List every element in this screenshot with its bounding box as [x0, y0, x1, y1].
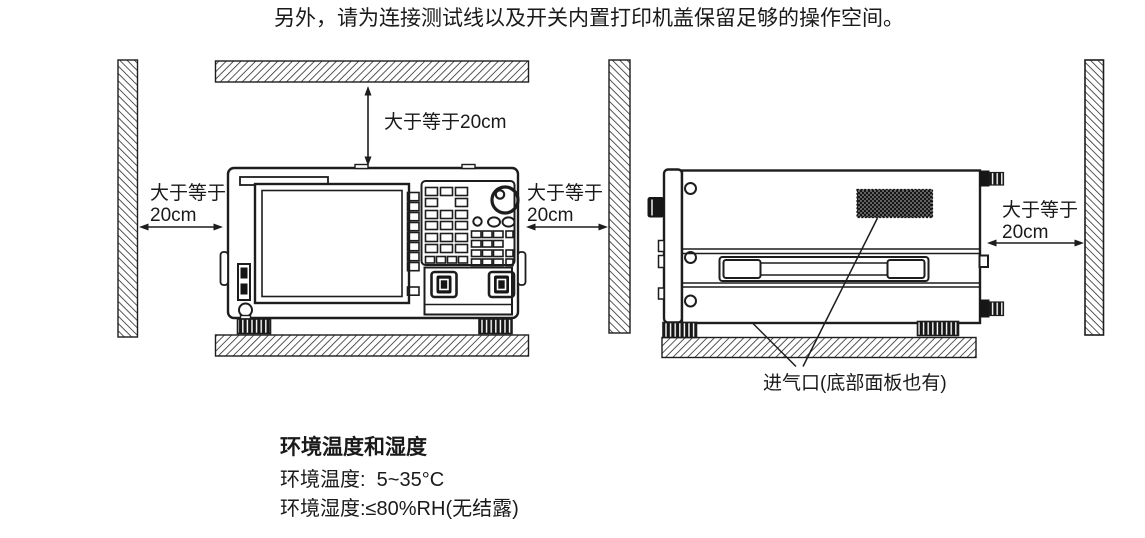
rotary-knob: [490, 185, 520, 215]
side-foot-front: [662, 321, 698, 339]
round-key: [472, 216, 483, 227]
side-vent: [856, 188, 934, 219]
side-handle-left: [219, 251, 229, 286]
front-foot-left: [236, 318, 272, 335]
oval-key: [487, 216, 501, 228]
right-clearance-arrow: [526, 223, 608, 231]
side-clearance-arrow: [987, 239, 1084, 247]
screw-hole: [684, 182, 697, 195]
top-clearance-arrow: [364, 86, 372, 166]
air-inlet-label: 进气口(底部面板也有): [763, 373, 947, 394]
front-view: [117, 59, 631, 357]
right-wall: [1084, 59, 1105, 336]
side-right-clearance-label: 大于等于 20cm: [1002, 200, 1079, 243]
oval-key: [501, 216, 516, 228]
front-knob-side: [647, 197, 664, 218]
vent-leader-lines: [752, 217, 879, 368]
rear-panel-tab: [978, 254, 989, 268]
front-instrument: [219, 163, 527, 335]
screw-hole: [684, 294, 697, 308]
environment-humidity: 环境湿度:≤80%RH(无结露): [280, 498, 519, 520]
power-switch: [237, 263, 251, 301]
screen: [253, 182, 411, 305]
front-floor: [214, 334, 530, 357]
rear-foot-bottom: [979, 299, 1005, 318]
screw-hole: [684, 251, 697, 264]
side-handle-right: [517, 251, 527, 286]
side-foot-rear: [916, 320, 960, 337]
front-right-clearance-label: 大于等于 20cm: [527, 183, 604, 226]
environment-temperature: 环境温度: 5~35°C: [280, 469, 445, 491]
side-view: [647, 59, 1105, 368]
left-wall: [117, 59, 139, 338]
middle-wall: [608, 59, 631, 334]
rear-foot-top: [979, 170, 1005, 187]
connector-section: [423, 266, 516, 316]
side-floor: [661, 336, 977, 359]
top-notch-right: [461, 163, 476, 170]
front-top-clearance-label: 大于等于20cm: [384, 112, 507, 133]
front-foot-right: [478, 318, 513, 335]
front-left-clearance-label: 大于等于 20cm: [150, 183, 227, 226]
top-notch-left: [354, 163, 369, 170]
keypad-panel: [420, 180, 520, 267]
side-instrument: [647, 168, 1005, 339]
softkey-column: [406, 191, 420, 296]
left-clearance-arrow: [139, 223, 223, 231]
top-note: 另外，请为连接测试线以及开关内置打印机盖保留足够的操作空间。: [274, 7, 904, 30]
carry-handle: [718, 256, 930, 282]
ceiling: [214, 60, 530, 83]
connector-left: [430, 270, 458, 299]
connector-right: [487, 270, 516, 299]
environment-heading: 环境温度和湿度: [280, 436, 427, 459]
